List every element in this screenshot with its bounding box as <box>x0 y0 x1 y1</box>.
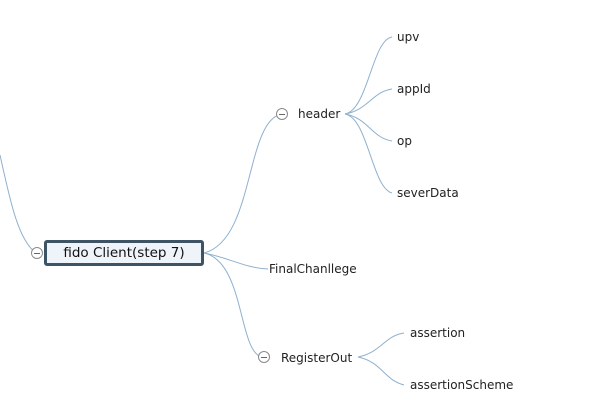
connector-root-header <box>203 113 283 254</box>
collapse-toggle-icon[interactable] <box>31 247 43 259</box>
topic-severdata[interactable]: severData <box>397 186 459 200</box>
connector-root-final <box>203 252 269 270</box>
topic-assertionscheme[interactable]: assertionScheme <box>410 378 514 392</box>
root-topic-label: fido Client(step 7) <box>63 245 185 261</box>
connector-root-register <box>203 252 263 358</box>
topic-appid[interactable]: appId <box>397 82 431 96</box>
topic-finalchanllege[interactable]: FinalChanllege <box>269 262 357 276</box>
connector-header-op <box>344 113 393 142</box>
topic-registerout[interactable]: RegisterOut <box>281 351 353 365</box>
connector-parent-root <box>0 154 37 254</box>
topic-assertion[interactable]: assertion <box>410 326 466 340</box>
collapse-toggle-icon[interactable] <box>258 351 270 363</box>
connector-header-upv <box>344 36 393 115</box>
connector-header-appid <box>344 88 393 115</box>
topic-header[interactable]: header <box>298 107 341 121</box>
connector-header-severdata <box>344 113 393 194</box>
connector-register-assertionscheme <box>357 356 405 386</box>
topic-upv[interactable]: upv <box>397 30 420 44</box>
root-topic[interactable]: fido Client(step 7) <box>44 240 204 266</box>
topic-op[interactable]: op <box>397 134 412 148</box>
connector-register-assertion <box>357 332 405 358</box>
collapse-toggle-icon[interactable] <box>276 108 288 120</box>
